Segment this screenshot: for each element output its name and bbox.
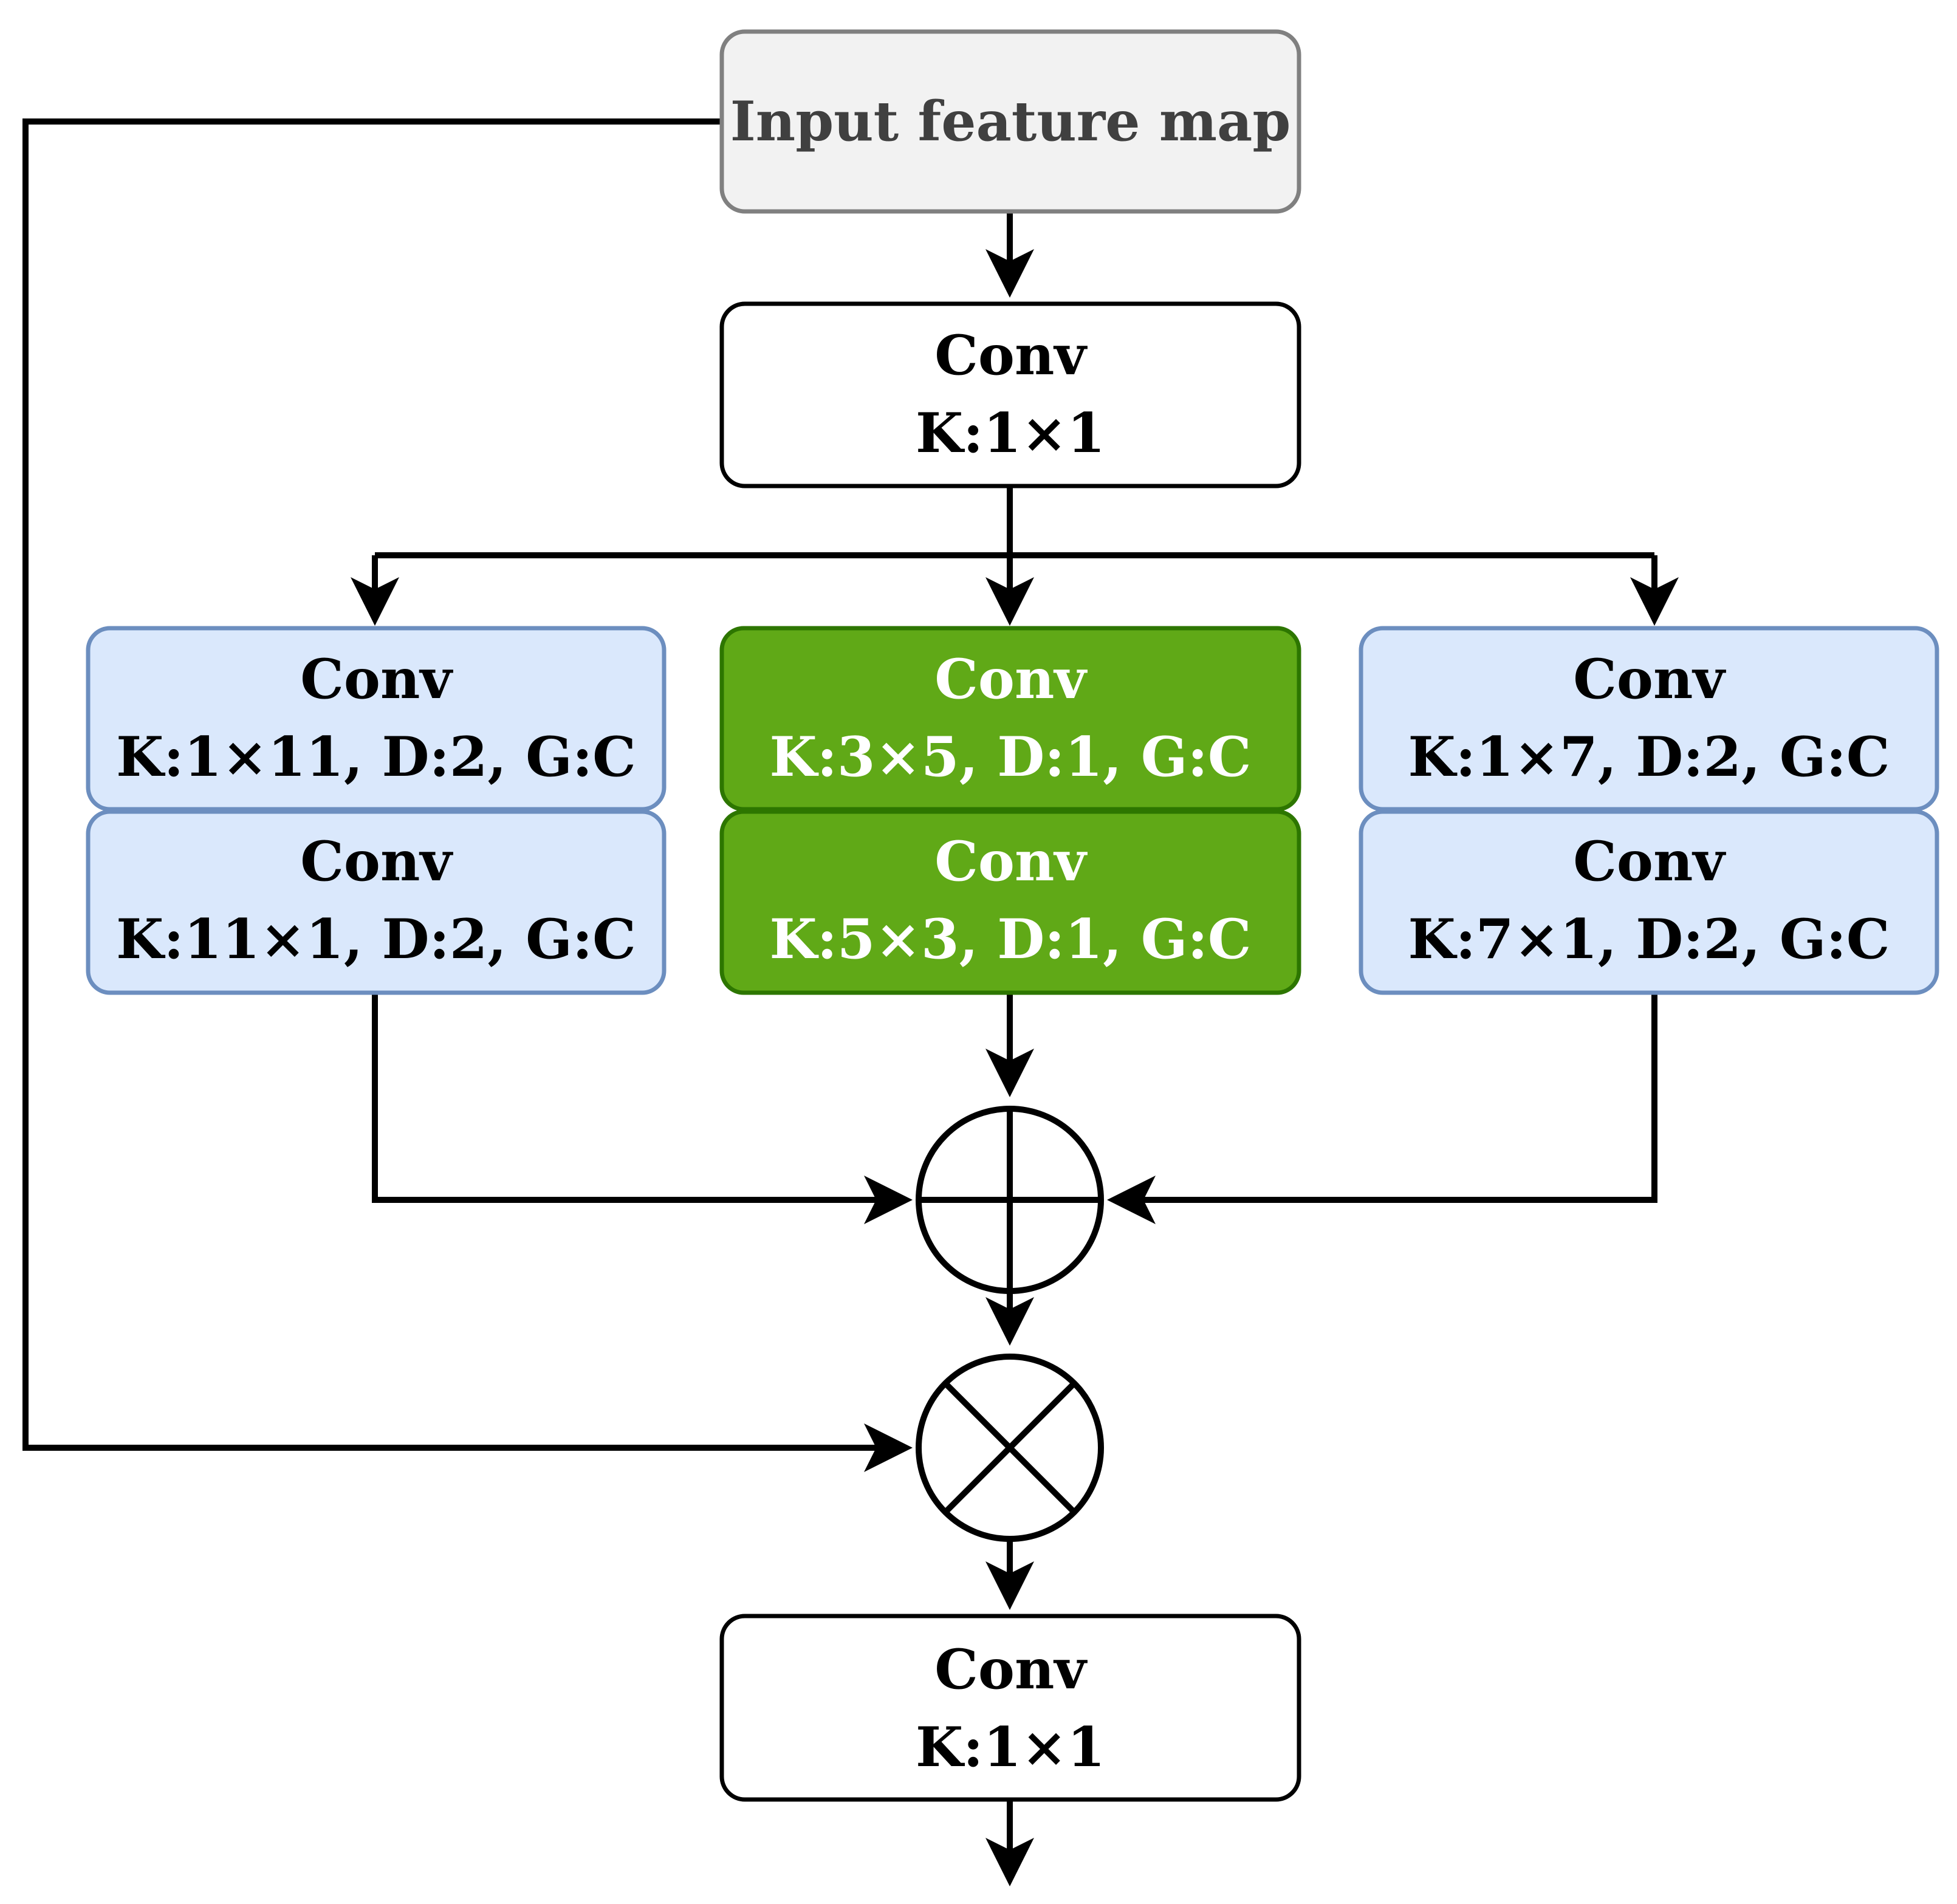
right-top-title: Conv	[1573, 647, 1726, 711]
left-branch-bottom-conv: Conv K:11×1, D:2, G:C	[86, 809, 667, 995]
conv-out-kernel: K:1×1	[916, 1715, 1105, 1779]
left-branch: Conv K:1×11, D:2, G:C Conv K:11×1, D:2, …	[86, 626, 667, 995]
conv-out-title: Conv	[934, 1637, 1088, 1702]
left-bottom-title: Conv	[300, 829, 453, 894]
conv-out-node: Conv K:1×1	[719, 1614, 1301, 1802]
left-bottom-params: K:11×1, D:2, G:C	[116, 907, 636, 971]
center-branch-bottom-conv: Conv K:5×3, D:1, G:C	[719, 809, 1301, 995]
conv-in-title: Conv	[934, 323, 1088, 388]
add-circle-icon	[916, 1106, 1104, 1294]
connectors	[22, 118, 1679, 1886]
conv-in-kernel: K:1×1	[916, 401, 1105, 465]
right-top-params: K:1×7, D:2, G:C	[1408, 725, 1890, 789]
arrow-right-to-sum	[1107, 995, 1657, 1224]
right-bottom-title: Conv	[1573, 829, 1726, 894]
conv-in-node: Conv K:1×1	[719, 301, 1301, 488]
right-bottom-params: K:7×1, D:2, G:C	[1408, 907, 1890, 971]
center-top-title: Conv	[934, 647, 1088, 711]
multiply-circle-icon	[916, 1354, 1104, 1542]
left-top-title: Conv	[300, 647, 453, 711]
right-branch-bottom-conv: Conv K:7×1, D:2, G:C	[1359, 809, 1939, 995]
right-branch: Conv K:1×7, D:2, G:C Conv K:7×1, D:2, G:…	[1359, 626, 1939, 995]
input-feature-map-label: Input feature map	[730, 89, 1291, 154]
center-top-params: K:3×5, D:1, G:C	[769, 725, 1251, 789]
center-bottom-params: K:5×3, D:1, G:C	[769, 907, 1251, 971]
left-branch-top-conv: Conv K:1×11, D:2, G:C	[86, 626, 667, 812]
arrow-left-to-sum	[372, 995, 913, 1224]
left-top-params: K:1×11, D:2, G:C	[116, 725, 636, 789]
right-branch-top-conv: Conv K:1×7, D:2, G:C	[1359, 626, 1939, 812]
center-bottom-title: Conv	[934, 829, 1088, 894]
center-branch: Conv K:3×5, D:1, G:C Conv K:5×3, D:1, G:…	[719, 626, 1301, 995]
arrow-skip-to-product	[22, 118, 913, 1472]
center-branch-top-conv: Conv K:3×5, D:1, G:C	[719, 626, 1301, 812]
input-feature-map-node: Input feature map	[719, 29, 1301, 214]
